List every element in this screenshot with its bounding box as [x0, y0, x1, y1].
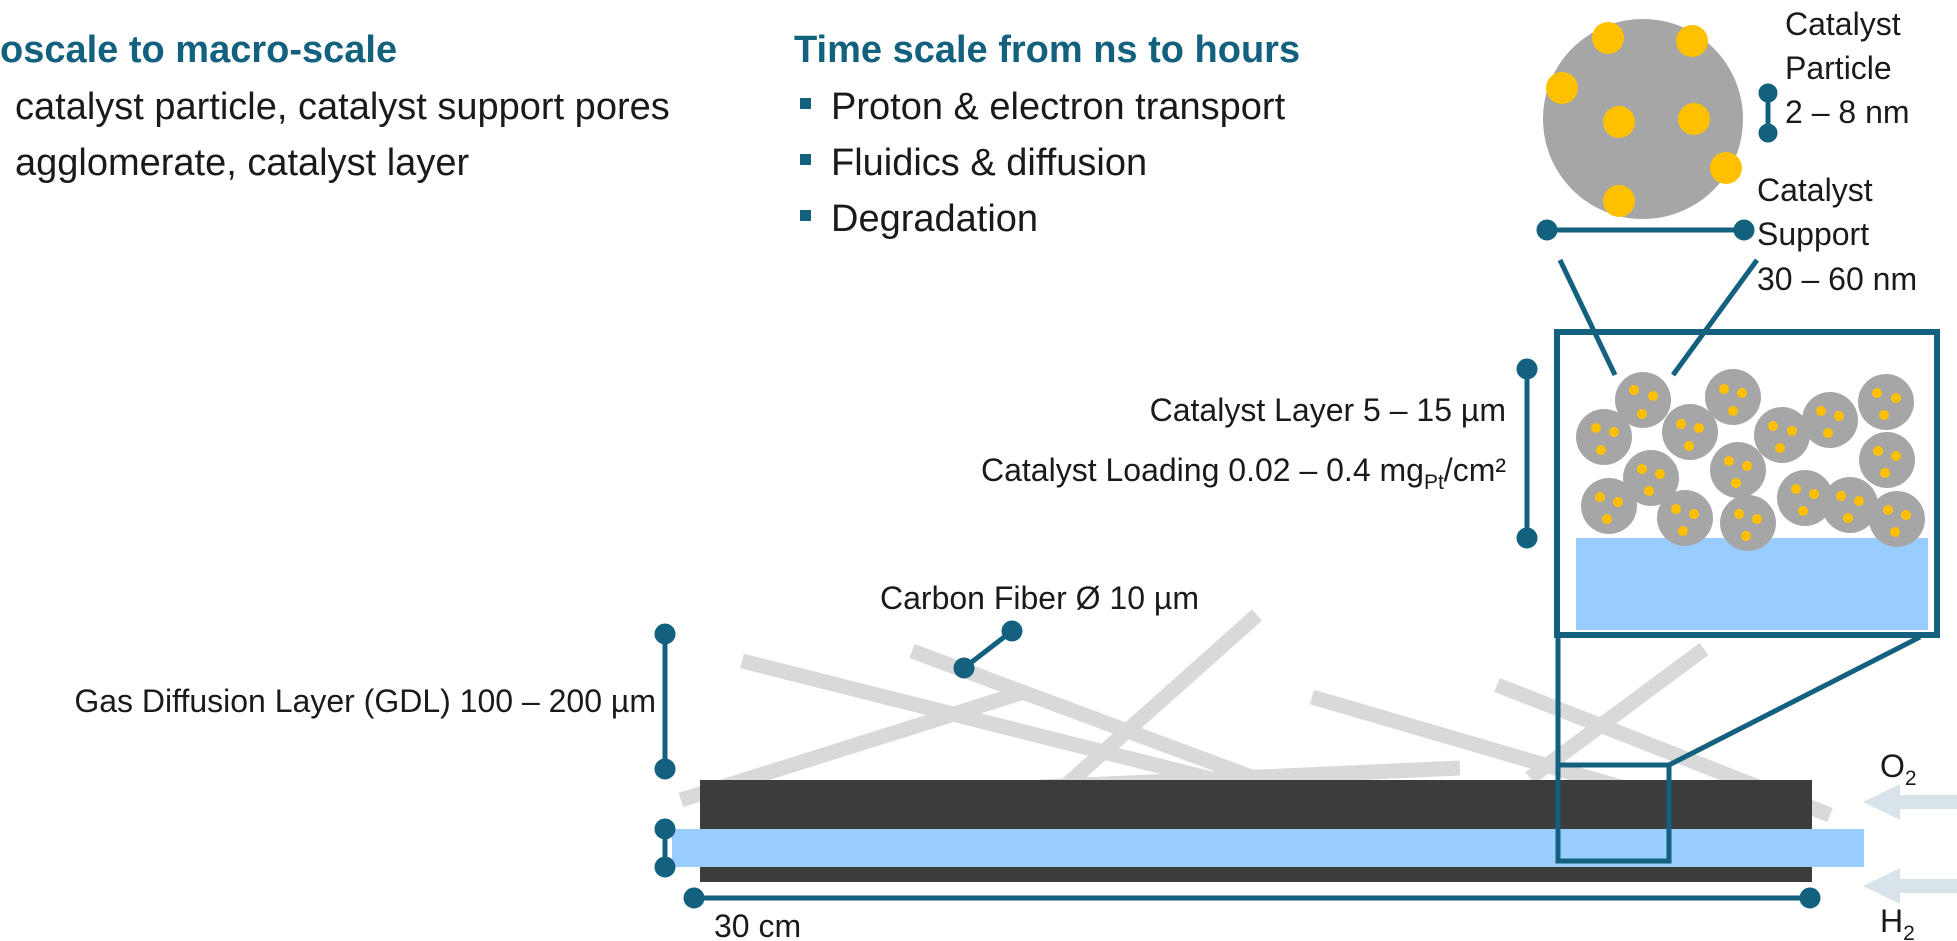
catalyst-particle-dimension-marker [1758, 83, 1778, 143]
left-line-1: catalyst particle, catalyst support pore… [15, 86, 670, 128]
bullet-marker-2 [800, 154, 811, 165]
inset-membrane [1576, 538, 1928, 630]
catalyst-support-label-2: Support [1757, 216, 1869, 252]
zoom-connector-right [1667, 634, 1922, 768]
gdl-dimension-marker [654, 623, 676, 780]
catalyst-loading-label: Catalyst Loading 0.02 – 0.4 mgPt/cm² [981, 452, 1506, 494]
h2-arrow-icon [1863, 868, 1957, 904]
catalyst-particle-label-2: Particle [1785, 50, 1892, 86]
catalyst-support-label-1: Catalyst [1757, 172, 1873, 208]
zoom-region-box [1555, 762, 1672, 864]
time-scale-heading: Time scale from ns to hours [794, 29, 1300, 71]
length-dimension-marker [683, 887, 1821, 909]
support-pointer-left [1557, 258, 1618, 377]
gdl-label: Gas Diffusion Layer (GDL) 100 – 200 µm [74, 683, 656, 719]
bipolar-plate-top [700, 780, 1812, 830]
catalyst-support-dimension-marker [1536, 219, 1755, 241]
membrane-dimension-marker [654, 818, 676, 878]
h2-label: H2 [1880, 903, 1915, 941]
catalyst-layer-dimension-marker [1516, 358, 1538, 549]
catalyst-particle-label-1: Catalyst [1785, 6, 1901, 42]
o2-arrow-icon [1863, 784, 1957, 820]
carbon-fiber-pointer [953, 620, 1023, 679]
bullet-1: Proton & electron transport [831, 86, 1286, 128]
agglomerate-particles [1576, 369, 1925, 551]
bullet-marker-1 [800, 98, 811, 109]
membrane [672, 829, 1864, 867]
o2-label: O2 [1880, 748, 1917, 790]
bullet-2: Fluidics & diffusion [831, 142, 1147, 184]
carbon-fiber-label: Carbon Fiber Ø 10 µm [880, 580, 1199, 616]
catalyst-support-particle [1543, 19, 1743, 219]
catalyst-layer-inset-frame [1554, 329, 1940, 638]
left-heading: oscale to macro-scale [0, 29, 397, 71]
catalyst-layer-label: Catalyst Layer 5 – 15 µm [1150, 392, 1506, 428]
length-label: 30 cm [714, 908, 801, 941]
catalyst-support-label-3: 30 – 60 nm [1757, 261, 1917, 297]
bullet-3: Degradation [831, 198, 1038, 240]
bullet-marker-3 [800, 210, 811, 221]
catalyst-particle-label-3: 2 – 8 nm [1785, 94, 1910, 130]
left-line-2: agglomerate, catalyst layer [15, 142, 469, 184]
support-pointer-right [1670, 258, 1760, 377]
bipolar-plate-bottom [700, 866, 1812, 882]
